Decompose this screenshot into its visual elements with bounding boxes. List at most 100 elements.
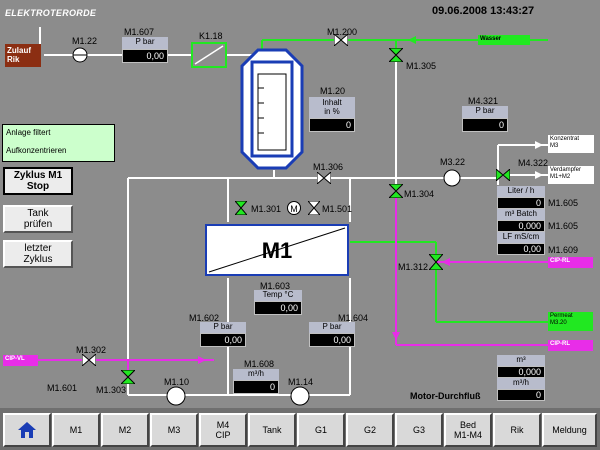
p-bar-m1-607-header: P bar: [122, 37, 168, 49]
nav-rik-label: Rik: [510, 425, 524, 435]
m3-batch-header: m³ Batch: [497, 209, 545, 220]
valve-m1-200-icon[interactable]: [334, 34, 348, 46]
datetime: 09.06.2008 13:43:27: [432, 5, 535, 17]
pump-m1-22-icon[interactable]: [72, 47, 88, 63]
nav-m1[interactable]: M1: [52, 413, 100, 447]
label-m4-321: M4.321: [468, 96, 499, 106]
nav-m2[interactable]: M2: [101, 413, 149, 447]
valve-m1-303-icon[interactable]: [121, 370, 135, 384]
label-m1-305: M1.305: [406, 61, 437, 71]
konzentrat-tag[interactable]: Konzentrat M3: [548, 135, 594, 153]
motor-m3-value: 0,000: [497, 366, 545, 378]
nav-m3[interactable]: M3: [150, 413, 198, 447]
valve-m1-501-icon[interactable]: [308, 201, 320, 215]
valve-m1-302-icon[interactable]: [82, 354, 96, 366]
wasser-tag[interactable]: Wasser: [478, 35, 530, 45]
label-m1-602: M1.602: [189, 313, 220, 323]
label-m1-303: M1.303: [96, 385, 127, 395]
filter-vessel: [240, 48, 304, 170]
nav-m2-label: M2: [118, 425, 132, 435]
label-m1-10: M1.10: [164, 377, 190, 387]
nav-home[interactable]: [3, 413, 51, 447]
pump-m3-22-icon[interactable]: [443, 169, 461, 187]
label-m1-604: M1.604: [338, 313, 369, 323]
nav-rik[interactable]: Rik: [493, 413, 541, 447]
label-m1-14: M1.14: [288, 377, 314, 387]
label-m3-22: M3.22: [440, 157, 466, 167]
label-m1-302: M1.302: [76, 345, 107, 355]
label-m1-605: M1.605: [548, 198, 579, 208]
nav-m4-cip-label: M4 CIP: [215, 420, 231, 440]
pump-m1-14-icon[interactable]: [290, 386, 310, 406]
temp-header: Temp °C: [254, 290, 302, 301]
label-m4-322: M4.322: [518, 158, 549, 168]
label-m1-605b: M1.605: [548, 221, 579, 231]
cip-vl-tag[interactable]: CIP-VL: [3, 355, 38, 366]
verdampfer-text: Verdampfer M1+M2: [550, 167, 582, 180]
home-icon: [18, 422, 36, 438]
permeat-tag[interactable]: Permeat M3.20: [548, 312, 593, 331]
valve-m4-322-icon[interactable]: [496, 169, 510, 181]
status-panel: Anlage filtert Aufkonzentrieren: [2, 124, 115, 162]
label-m1-306: M1.306: [313, 162, 344, 172]
p-bar-m1-602-header: P bar: [200, 322, 246, 333]
motor-m3h-value: 0: [497, 389, 545, 401]
m1-module[interactable]: M1: [205, 224, 349, 276]
motor-m-symbol: M: [290, 204, 298, 214]
motor-m3-header: m³: [497, 355, 545, 366]
letzter-zyklus-button[interactable]: letzter Zyklus: [3, 240, 73, 268]
zyklus-stop-button[interactable]: Zyklus M1 Stop: [3, 167, 73, 195]
valve-m1-312-icon[interactable]: [429, 254, 443, 270]
verdampfer-tag[interactable]: Verdampfer M1+M2: [548, 166, 594, 184]
valve-m1-301-icon[interactable]: [235, 201, 247, 215]
nav-g2[interactable]: G2: [346, 413, 394, 447]
nav-g2-label: G2: [363, 425, 376, 435]
m3h-m1-608-value: 0: [233, 380, 279, 394]
wasser-text: Wasser: [480, 36, 502, 42]
label-m1-301: M1.301: [251, 204, 282, 214]
liter-h-value: 0: [497, 197, 545, 209]
p-bar-m4-321-header: P bar: [462, 106, 508, 118]
tank-pruefen-label: Tank prüfen: [23, 208, 53, 230]
status-line-1: Anlage filtert: [6, 128, 51, 137]
zyklus-stop-label: Zyklus M1 Stop: [13, 170, 63, 192]
cip-rl-text-2: CIP-RL: [550, 341, 570, 347]
nav-m3-label: M3: [167, 425, 181, 435]
valve-m1-306-icon[interactable]: [317, 172, 331, 184]
brand-text: ELEKTROTERORDE: [5, 8, 97, 18]
nav-tank[interactable]: Tank: [248, 413, 296, 447]
nav-g1[interactable]: G1: [297, 413, 345, 447]
nav-g3[interactable]: G3: [395, 413, 443, 447]
heat-exchanger-icon: [194, 45, 224, 65]
permeat-text: Permeat M3.20: [550, 313, 573, 326]
p-bar-m1-607-value: 0,00: [122, 49, 168, 63]
nav-bed-m1-m4[interactable]: Bed M1-M4: [444, 413, 492, 447]
letzter-zyklus-label: letzter Zyklus: [23, 243, 53, 265]
label-m1-603: M1.603: [260, 281, 291, 291]
lf-value: 0,00: [497, 243, 545, 255]
p-bar-m1-604-header: P bar: [309, 322, 355, 333]
temp-value: 0,00: [254, 301, 302, 315]
nav-meldung[interactable]: Meldung: [542, 413, 597, 447]
nav-g3-label: G3: [412, 425, 425, 435]
cip-rl-tag-2[interactable]: CIP-RL: [548, 340, 593, 351]
tank-pruefen-button[interactable]: Tank prüfen: [3, 205, 73, 233]
label-m1-607: M1.607: [124, 27, 155, 37]
valve-m1-305-icon[interactable]: [389, 48, 403, 62]
pump-m1-10-icon[interactable]: [166, 386, 186, 406]
zulauf-tag[interactable]: Zulauf Rik: [5, 44, 41, 67]
cip-rl-tag-1[interactable]: CIP-RL: [548, 257, 593, 268]
heat-exchanger-k1-18[interactable]: [191, 42, 227, 68]
m3h-m1-608-header: m³/h: [233, 369, 279, 380]
label-m1-608: M1.608: [244, 359, 275, 369]
cip-vl-text: CIP-VL: [5, 356, 25, 362]
nav-m4-cip[interactable]: M4 CIP: [199, 413, 247, 447]
m1-label: M1: [261, 238, 293, 263]
inhalt-header: Inhalt in %: [309, 97, 355, 118]
label-k1-18: K1.18: [199, 31, 223, 41]
label-m1-304: M1.304: [404, 189, 435, 199]
valve-m1-304-icon[interactable]: [389, 184, 403, 198]
nav-tank-label: Tank: [262, 425, 282, 435]
label-motor-durchfluss: Motor-Durchfluß: [410, 391, 481, 401]
